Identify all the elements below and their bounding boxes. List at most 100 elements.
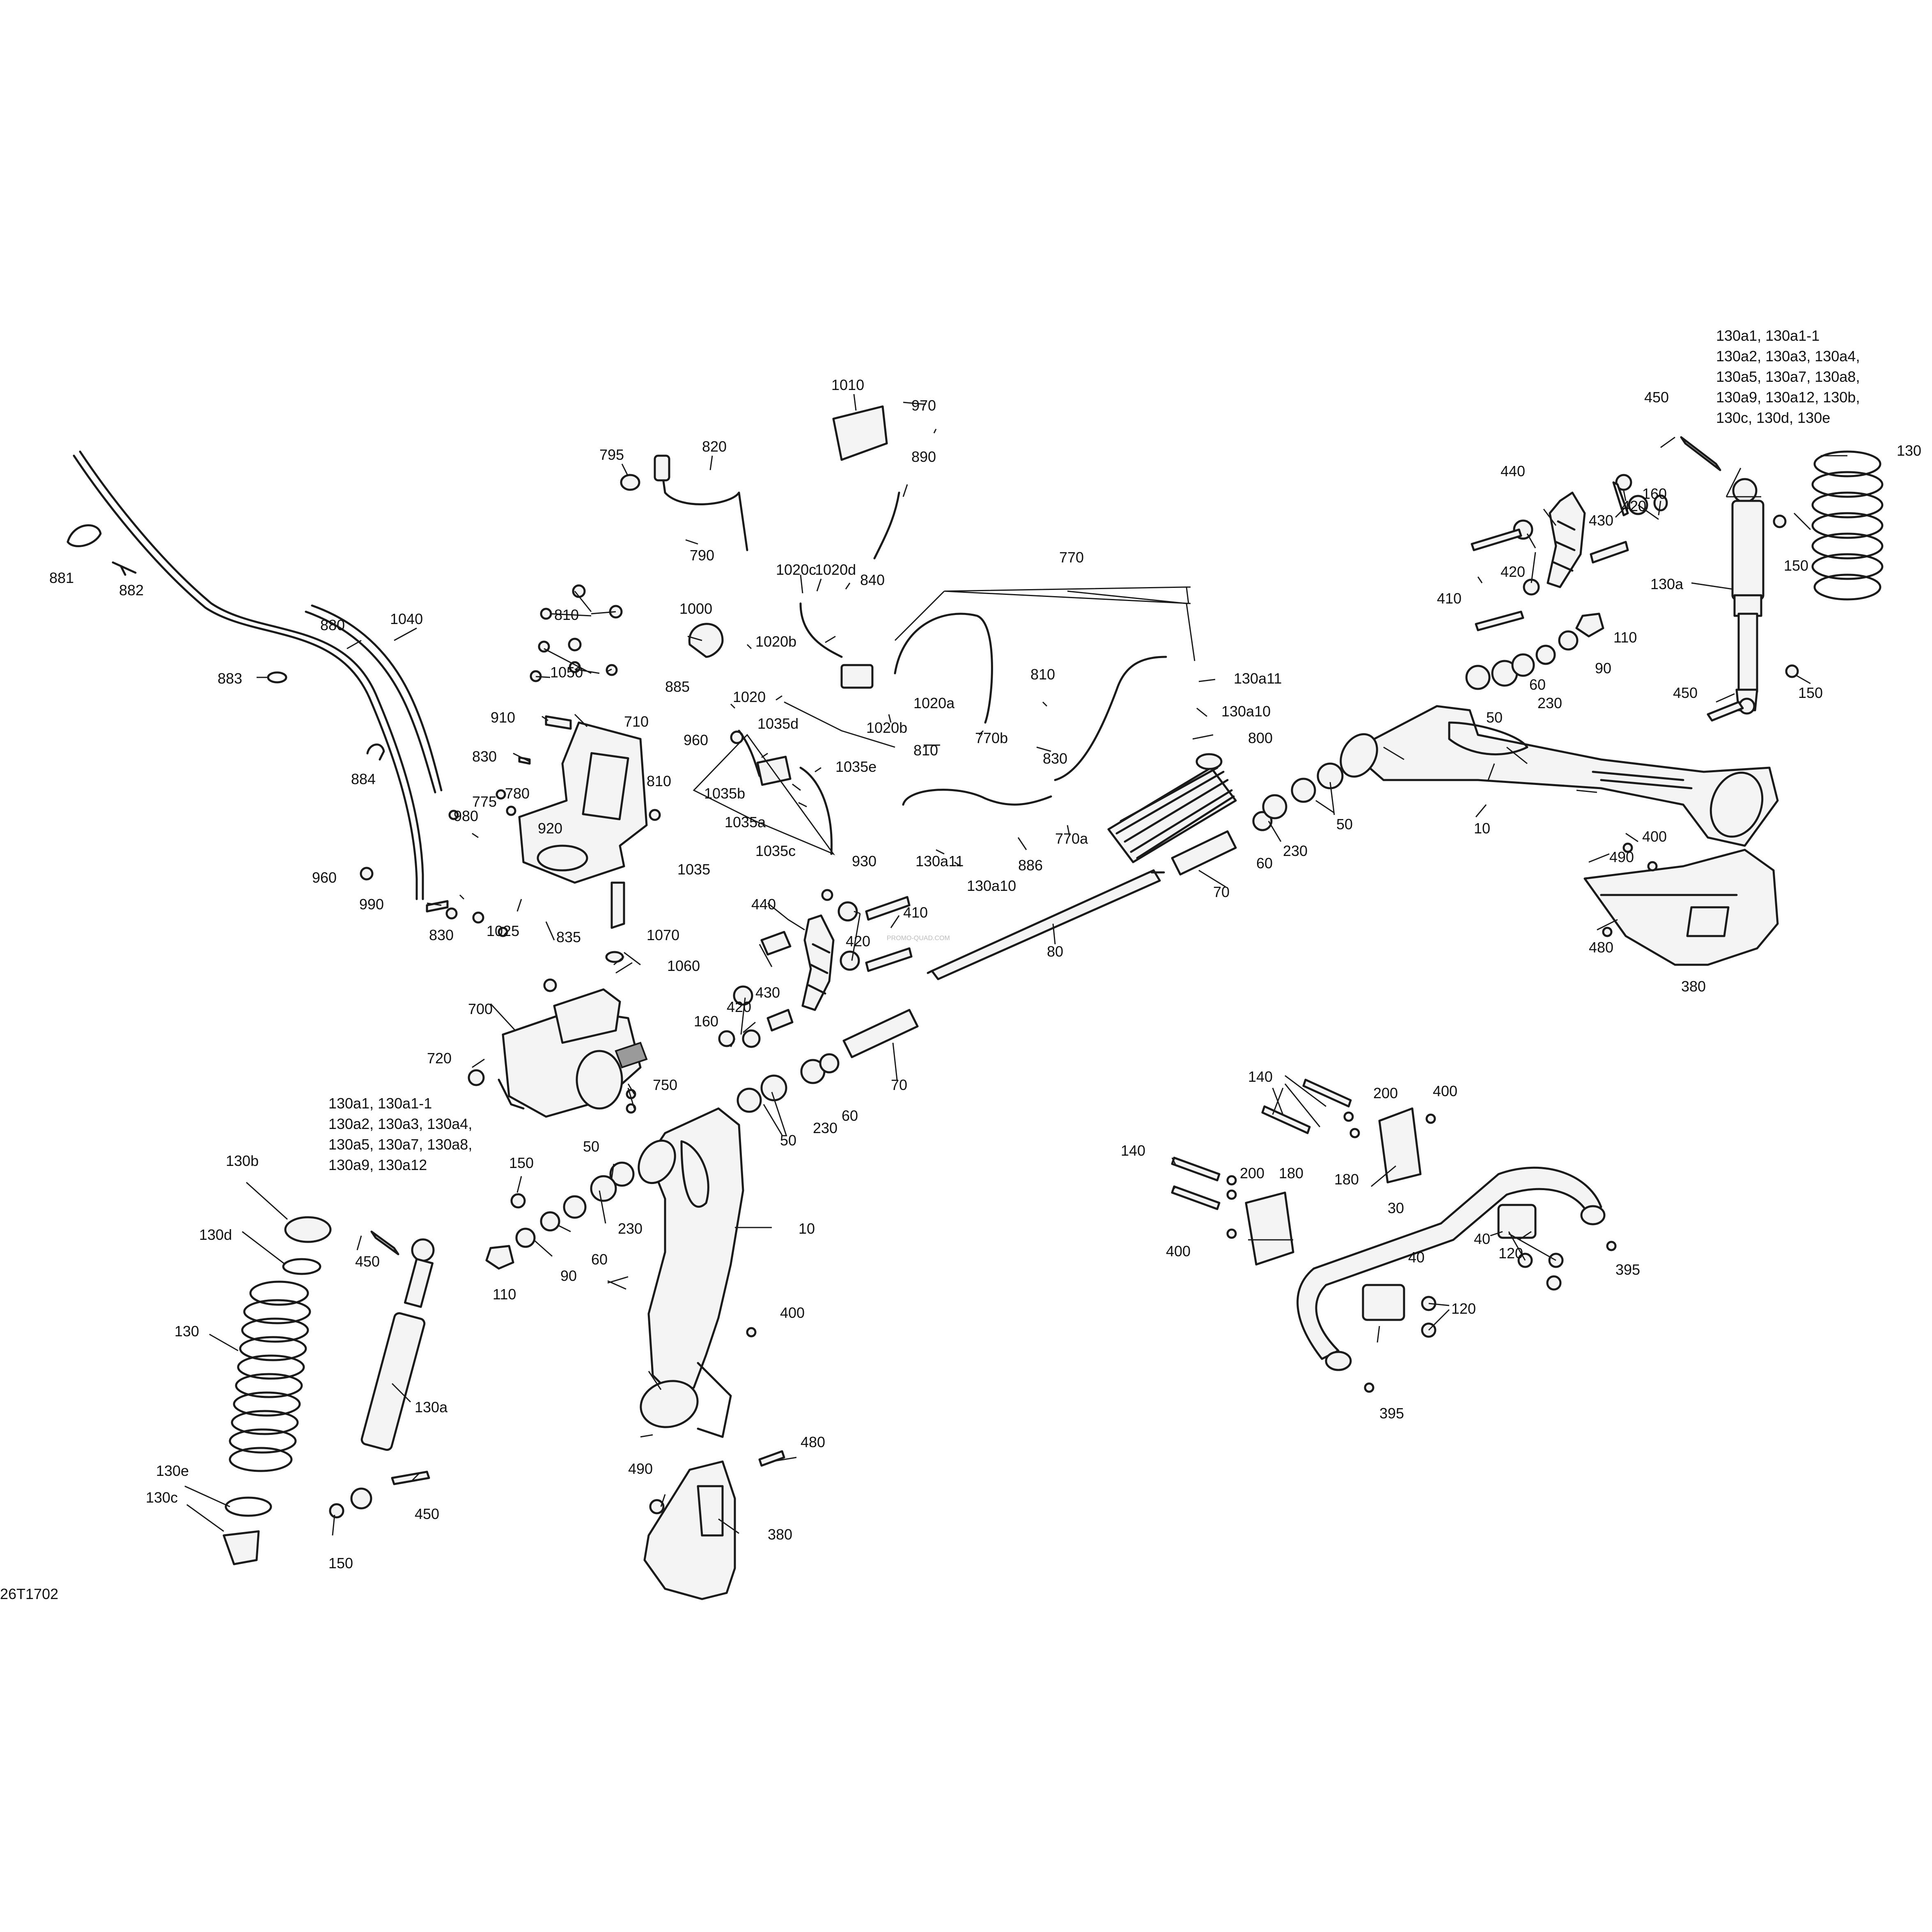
callout-230: 230 bbox=[1537, 695, 1562, 711]
callout-1060: 1060 bbox=[667, 957, 700, 974]
callout-1035b: 1035b bbox=[704, 785, 745, 802]
callout-10: 10 bbox=[1474, 820, 1490, 837]
callout-910: 910 bbox=[491, 709, 515, 726]
callout-50: 50 bbox=[1336, 816, 1353, 833]
drawing-code: 26T1702 bbox=[0, 1586, 58, 1602]
callout-450: 450 bbox=[1673, 684, 1698, 701]
svg-text:130a9, 130a12: 130a9, 130a12 bbox=[328, 1156, 427, 1173]
svg-text:130a2, 130a3, 130a4,: 130a2, 130a3, 130a4, bbox=[328, 1115, 472, 1132]
spring-seat-130b bbox=[284, 1216, 332, 1243]
callout-380: 380 bbox=[768, 1526, 792, 1543]
callout-770a: 770a bbox=[1055, 830, 1088, 847]
callout-400: 400 bbox=[780, 1304, 805, 1321]
svg-text:130a5, 130a7, 130a8,: 130a5, 130a7, 130a8, bbox=[328, 1136, 472, 1153]
callout-770: 770 bbox=[1059, 549, 1084, 566]
callout-90: 90 bbox=[560, 1267, 577, 1284]
callout-130d: 130d bbox=[199, 1226, 232, 1243]
callout-490: 490 bbox=[1609, 849, 1634, 865]
callout-230: 230 bbox=[813, 1120, 838, 1136]
sensor-1000 bbox=[688, 623, 724, 658]
compressor-700-valve bbox=[553, 988, 621, 1044]
callout-700: 700 bbox=[468, 1000, 493, 1017]
bearing-stack-left bbox=[485, 1053, 840, 1270]
svg-text:130a1, 130a1-1: 130a1, 130a1-1 bbox=[1716, 327, 1820, 344]
swing-arm-10-left-pivot bbox=[638, 1139, 676, 1184]
callout-130e: 130e bbox=[156, 1462, 189, 1479]
callout-80: 80 bbox=[1047, 943, 1063, 960]
callout-720: 720 bbox=[427, 1050, 452, 1067]
bracket-710-hole bbox=[537, 844, 588, 872]
callout-130b: 130b bbox=[226, 1152, 259, 1169]
callout-130a: 130a bbox=[1650, 576, 1684, 592]
swing-arm-10-right bbox=[1349, 705, 1779, 847]
callout-90: 90 bbox=[1595, 660, 1611, 677]
clip-884 bbox=[366, 743, 385, 761]
callout-110: 110 bbox=[493, 1286, 516, 1303]
callout-820: 820 bbox=[702, 438, 727, 455]
air-hose-880 bbox=[73, 454, 418, 900]
shock-absorber-130a-left bbox=[329, 1193, 526, 1519]
callout-230: 230 bbox=[618, 1220, 642, 1237]
callout-1035a: 1035a bbox=[725, 814, 766, 831]
hose-1035 bbox=[738, 730, 833, 855]
callout-130a11: 130a11 bbox=[916, 853, 964, 870]
callout-886: 886 bbox=[1018, 857, 1043, 874]
part-artwork bbox=[67, 405, 1884, 1600]
callout-1035c: 1035c bbox=[755, 842, 796, 859]
swing-arm-10-left-hub bbox=[640, 1380, 699, 1428]
bracket-180-a bbox=[1245, 1191, 1294, 1266]
bearing-stack-right bbox=[1252, 613, 1604, 831]
compressor-700-connector bbox=[615, 1042, 648, 1069]
callout-60: 60 bbox=[1529, 676, 1546, 693]
stabilizer-bar-30-end-b bbox=[1580, 1205, 1606, 1225]
coil-spring-130-left bbox=[229, 1280, 311, 1472]
callout-160: 160 bbox=[694, 1013, 718, 1030]
callout-810: 810 bbox=[1030, 666, 1055, 683]
callout-960: 960 bbox=[684, 732, 708, 748]
callout-10: 10 bbox=[798, 1220, 815, 1237]
callout-795: 795 bbox=[599, 446, 624, 463]
callout-400: 400 bbox=[1166, 1243, 1191, 1260]
svg-text:130c, 130d, 130e: 130c, 130d, 130e bbox=[1716, 409, 1830, 426]
harness-890 bbox=[873, 491, 900, 560]
callout-1070: 1070 bbox=[647, 927, 679, 943]
callout-883: 883 bbox=[218, 670, 242, 687]
callout-150: 150 bbox=[328, 1555, 353, 1572]
callout-835: 835 bbox=[556, 929, 581, 945]
bracket-1010 bbox=[832, 405, 888, 461]
callout-200: 200 bbox=[1240, 1165, 1264, 1182]
callout-1010: 1010 bbox=[831, 376, 864, 393]
callout-1020c: 1020c bbox=[776, 561, 816, 578]
callout-50: 50 bbox=[780, 1132, 796, 1149]
clip-883 bbox=[267, 671, 287, 684]
callout-140: 140 bbox=[1121, 1142, 1145, 1159]
svg-text:130a9, 130a12, 130b,: 130a9, 130a12, 130b, bbox=[1716, 389, 1860, 406]
callout-150: 150 bbox=[1798, 684, 1823, 701]
callout-420: 420 bbox=[727, 998, 751, 1015]
washer-130d bbox=[282, 1258, 321, 1275]
callout-420: 420 bbox=[1501, 563, 1525, 580]
callout-395: 395 bbox=[1615, 1261, 1640, 1278]
hose-1040 bbox=[305, 610, 436, 794]
callout-881: 881 bbox=[49, 569, 74, 586]
washer-130e bbox=[225, 1496, 272, 1517]
line-770-right bbox=[1054, 656, 1167, 781]
harness-790 bbox=[660, 463, 748, 551]
callout-480: 480 bbox=[1589, 939, 1613, 956]
svg-text:130a5, 130a7, 130a8,: 130a5, 130a7, 130a8, bbox=[1716, 368, 1860, 385]
coil-spring-130-right bbox=[1811, 450, 1884, 601]
kit-list-left-shock: 130a1, 130a1-1 130a2, 130a3, 130a4, 130a… bbox=[328, 1095, 472, 1173]
callout-882: 882 bbox=[119, 582, 144, 599]
callout-1035: 1035 bbox=[677, 861, 710, 878]
shock-absorber-130a-right bbox=[1680, 436, 1799, 722]
kit-list-right-shock: 130a1, 130a1-1 130a2, 130a3, 130a4, 130a… bbox=[1716, 327, 1860, 426]
callout-1020b: 1020b bbox=[866, 719, 907, 736]
bracket-710-window bbox=[582, 752, 629, 821]
callout-180: 180 bbox=[1279, 1165, 1303, 1182]
callout-1035e: 1035e bbox=[835, 758, 877, 775]
callout-775: 775 bbox=[472, 793, 497, 810]
callout-50: 50 bbox=[1486, 709, 1503, 726]
callout-980: 980 bbox=[454, 808, 478, 824]
cable-tie-882 bbox=[112, 561, 137, 576]
callout-1020a: 1020a bbox=[913, 695, 955, 711]
